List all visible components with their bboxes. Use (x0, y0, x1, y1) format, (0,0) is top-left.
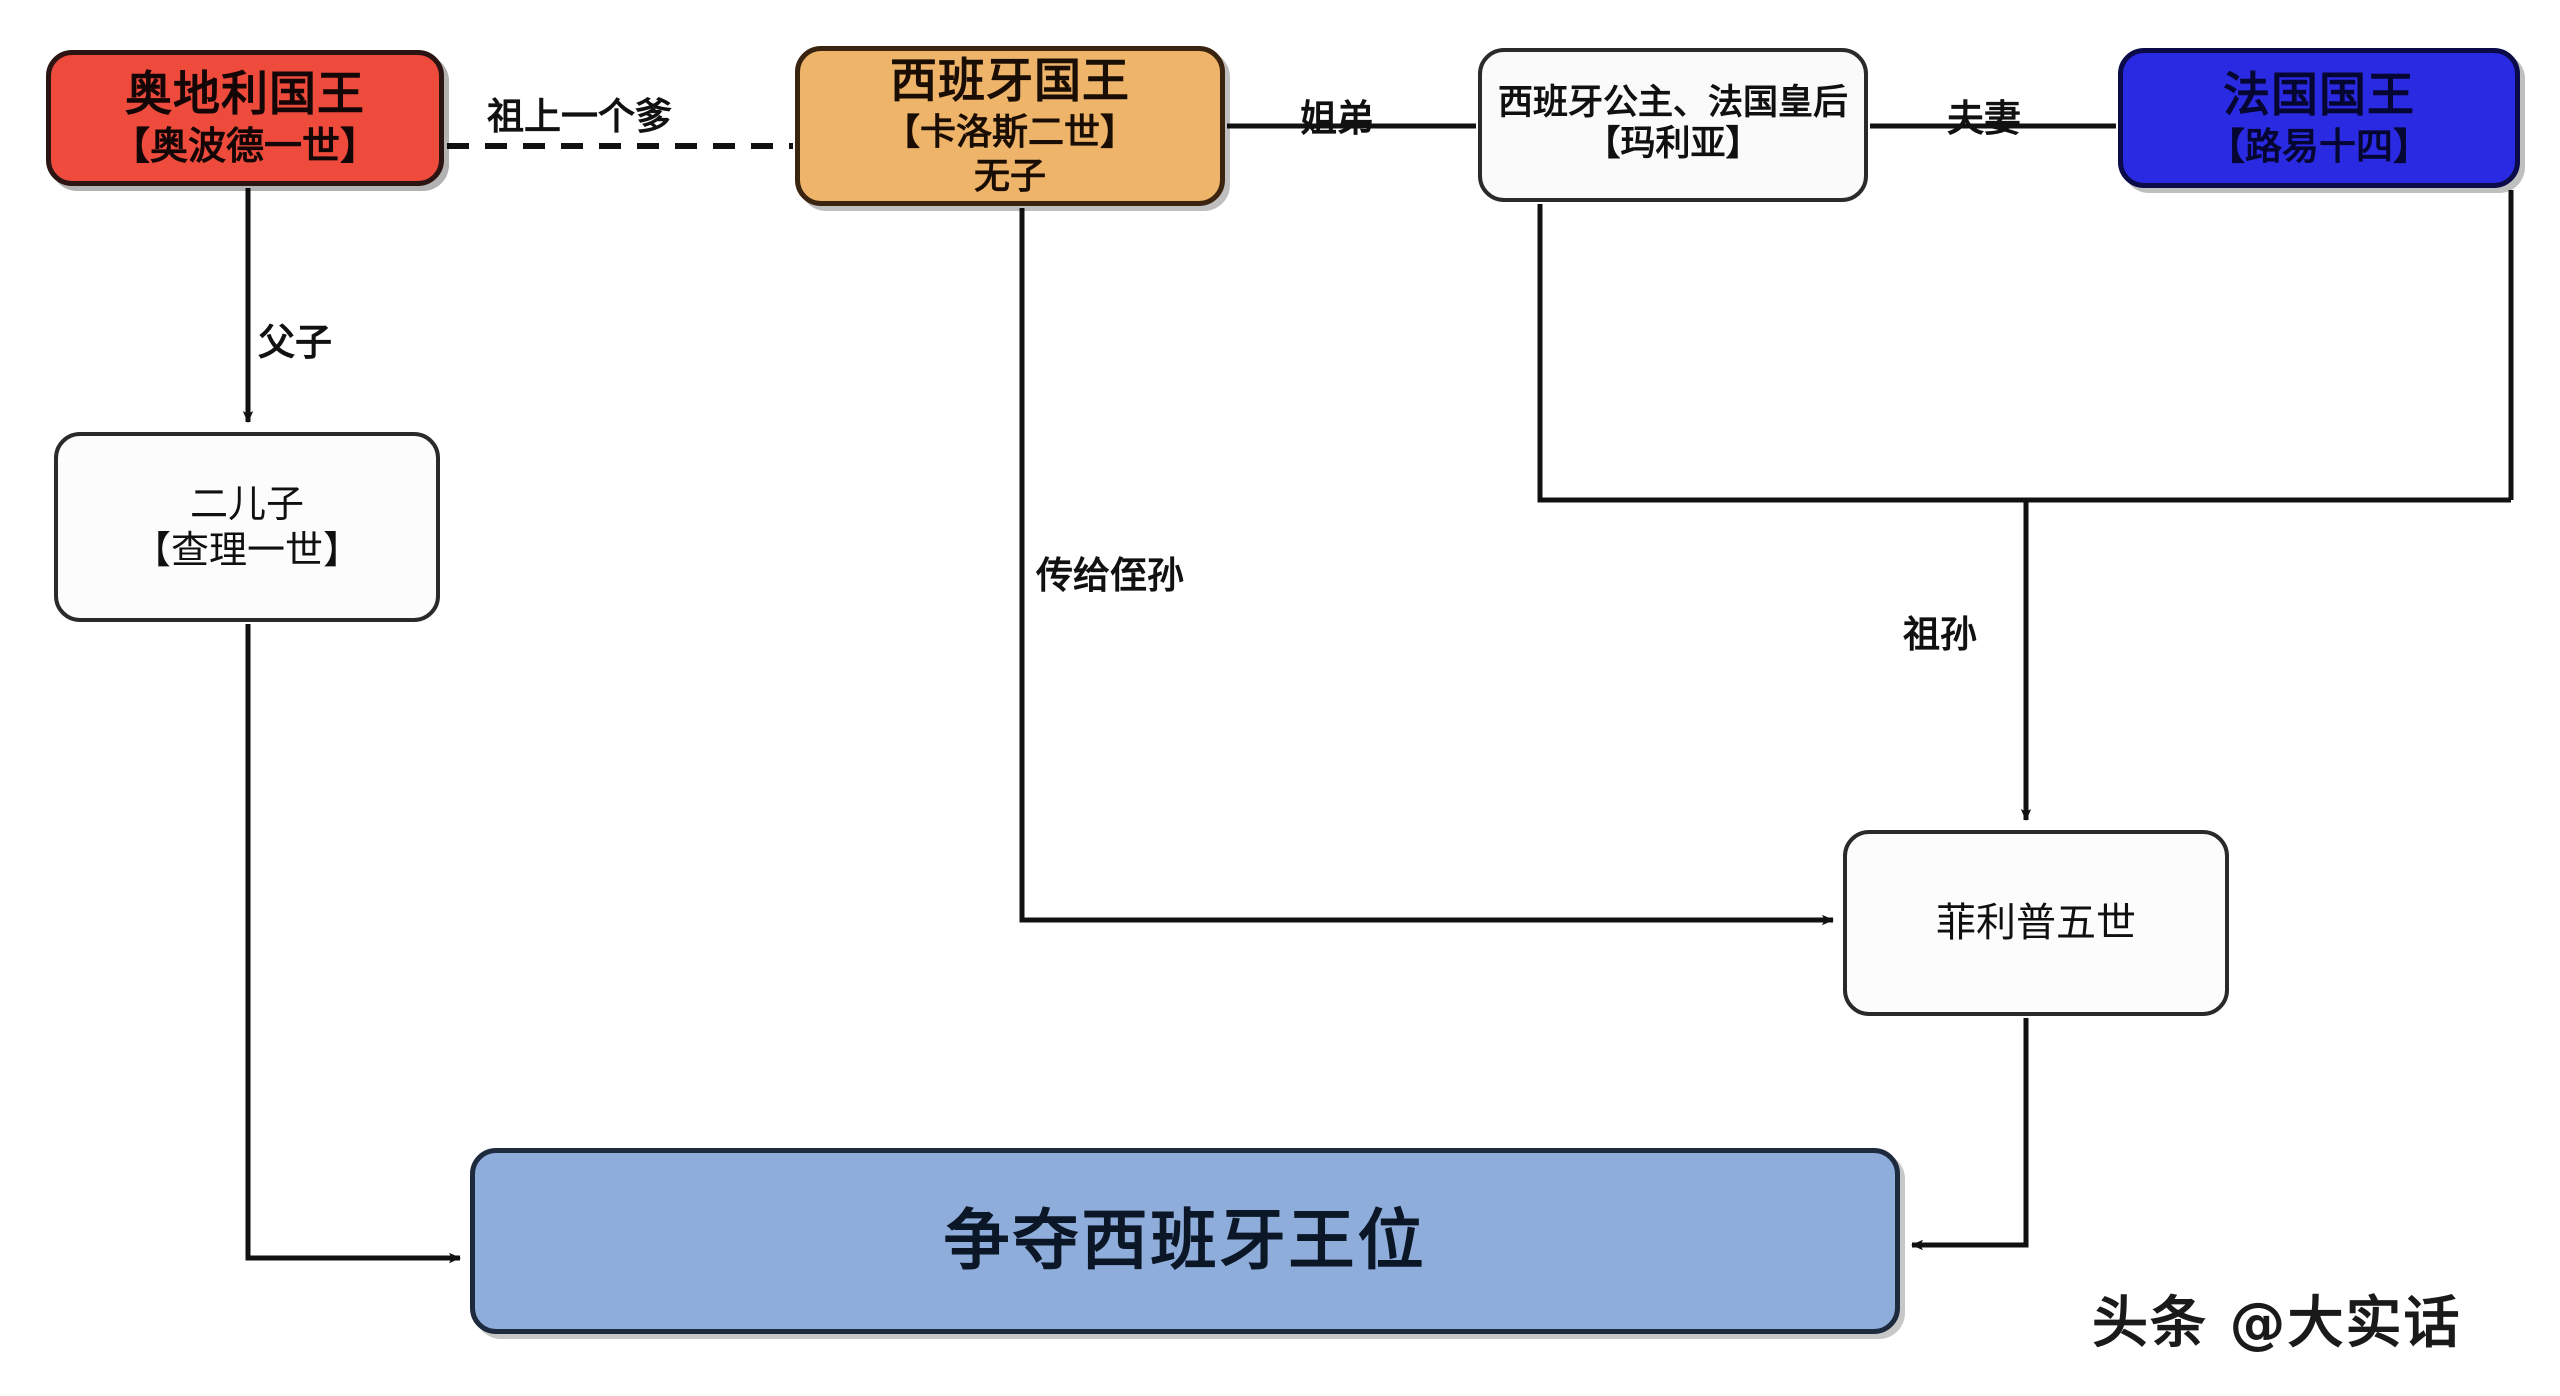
node-spain-princess-subtitle: 【玛利亚】 (1585, 124, 1761, 165)
edge-label-nephew-grandson: 传给侄孙 (1036, 554, 1184, 597)
edge-couple-join-line (1537, 204, 2511, 503)
edge-label-spouse: 夫妻 (1947, 97, 2021, 140)
node-second-son[interactable]: 二儿子 【查理一世】 (54, 432, 440, 622)
node-second-son-subtitle: 【查理一世】 (132, 528, 361, 572)
node-france-king[interactable]: 法国国王 【路易十四】 (2118, 48, 2520, 188)
node-france-king-subtitle: 【路易十四】 (2208, 125, 2430, 169)
node-outcome[interactable]: 争夺西班牙王位 (470, 1148, 1900, 1334)
node-spain-princess[interactable]: 西班牙公主、法国皇后 【玛利亚】 (1478, 48, 1868, 202)
node-spain-king[interactable]: 西班牙国王 【卡洛斯二世】 无子 (795, 46, 1225, 206)
node-france-king-title: 法国国王 (2223, 67, 2415, 123)
node-austria-king[interactable]: 奥地利国王 【奥波德一世】 (46, 50, 444, 186)
edge-label-grandson: 祖孙 (1903, 613, 1977, 656)
edge-label-ancestor: 祖上一个爹 (487, 95, 672, 138)
edge-claim-left-line (245, 624, 461, 1264)
node-spain-king-note: 无子 (973, 155, 1046, 197)
edge-claim-right-line (1911, 1018, 2029, 1251)
edge-label-siblings: 姐弟 (1300, 97, 1374, 140)
node-spain-king-title: 西班牙国王 (890, 54, 1130, 110)
node-spain-king-subtitle: 【卡洛斯二世】 (883, 111, 1136, 153)
node-outcome-title: 争夺西班牙王位 (943, 1201, 1427, 1279)
node-second-son-title: 二儿子 (189, 481, 304, 526)
edge-label-father-son: 父子 (258, 321, 332, 364)
watermark: 头条 @大实话 (2092, 1291, 2462, 1356)
node-austria-king-subtitle: 【奥波德一世】 (111, 124, 378, 169)
node-philip-v-title: 菲利普五世 (1936, 899, 2136, 946)
node-austria-king-title: 奥地利国王 (125, 67, 365, 123)
node-philip-v[interactable]: 菲利普五世 (1843, 830, 2229, 1016)
node-spain-princess-title: 西班牙公主、法国皇后 (1497, 83, 1848, 124)
